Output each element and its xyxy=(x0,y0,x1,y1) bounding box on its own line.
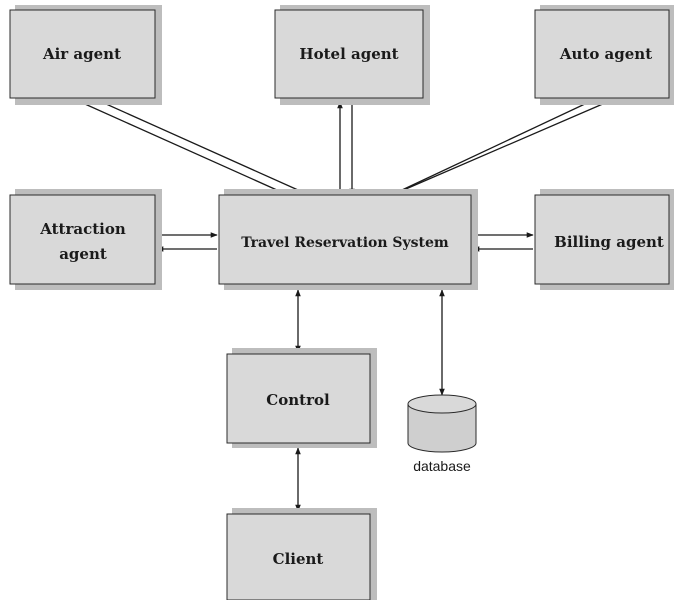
hotel-agent-label: Hotel agent xyxy=(299,45,398,63)
arrow-trs-to-auto xyxy=(401,94,605,191)
database-cylinder-icon xyxy=(407,394,477,453)
client-label: Client xyxy=(273,550,324,568)
hotel-agent-box: Hotel agent xyxy=(274,5,430,105)
auto-agent-label: Auto agent xyxy=(559,45,652,63)
travel-reservation-system-box: Travel Reservation System xyxy=(218,189,478,290)
attraction-agent-label-line1: Attraction xyxy=(39,220,126,238)
air-agent-box: Air agent xyxy=(9,5,162,105)
control-box: Control xyxy=(226,348,377,448)
control-label: Control xyxy=(266,391,330,409)
connectors xyxy=(75,94,613,512)
arrow-auto-to-trs xyxy=(391,99,613,196)
travel-reservation-system-label: Travel Reservation System xyxy=(241,235,449,251)
attraction-agent-label-line2: agent xyxy=(59,245,107,263)
attraction-agent-box: Attraction agent xyxy=(9,189,162,290)
billing-agent-label: Billing agent xyxy=(554,233,664,251)
air-agent-label: Air agent xyxy=(42,45,121,63)
billing-agent-box: Billing agent xyxy=(534,189,674,290)
database-label: database xyxy=(413,458,471,474)
client-box: Client xyxy=(226,508,377,600)
arrow-trs-to-air xyxy=(85,94,299,191)
auto-agent-box: Auto agent xyxy=(534,5,674,105)
arrow-air-to-trs xyxy=(75,99,289,196)
